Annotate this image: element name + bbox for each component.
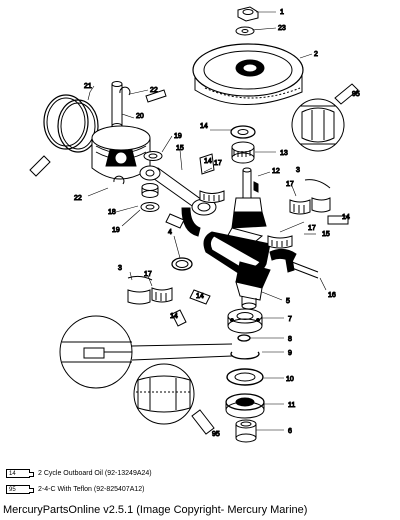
- copyright-footer: MercuryPartsOnline v2.5.1 (Image Copyrig…: [3, 504, 308, 516]
- piston-pin-lock-ring-upper[interactable]: [119, 86, 131, 96]
- callout-13: 13: [280, 150, 288, 157]
- callout-12: 12: [272, 168, 280, 175]
- main-bearing-middle[interactable]: [267, 235, 293, 249]
- callout-22-lower: 22: [74, 195, 82, 202]
- flywheel-nut[interactable]: [237, 6, 259, 22]
- piston-pin[interactable]: [111, 81, 123, 129]
- legend-row-oil: 14 2 Cycle Outboard Oil (92-13249A24): [6, 465, 396, 481]
- detail-circle-lower: [133, 363, 195, 425]
- callout-21: 21: [84, 83, 92, 90]
- piston-pin-lock-ring-lower[interactable]: [113, 175, 125, 185]
- lower-ball-bearing[interactable]: [227, 308, 263, 334]
- main-bearing-right[interactable]: [289, 197, 331, 215]
- callout-16: 16: [328, 292, 336, 299]
- main-bearing-left[interactable]: [127, 287, 173, 305]
- callout-3-left: 3: [118, 265, 122, 272]
- callout-17-right: 17: [286, 181, 294, 188]
- callout-9: 9: [288, 350, 292, 357]
- callout-2: 2: [314, 51, 318, 58]
- connecting-rod[interactable]: [139, 165, 217, 216]
- detail-circle-upper: [291, 98, 345, 152]
- piston[interactable]: [91, 125, 151, 180]
- lubricant-legend: 14 2 Cycle Outboard Oil (92-13249A24) 95…: [6, 465, 396, 497]
- seal-carrier[interactable]: [226, 368, 264, 386]
- callout-17-upper: 17: [214, 160, 222, 167]
- callout-18: 18: [108, 209, 116, 216]
- retaining-ring-left[interactable]: [127, 275, 153, 281]
- bearing-ring[interactable]: [237, 334, 251, 342]
- leader-lines: [87, 11, 327, 431]
- snap-ring[interactable]: [230, 351, 260, 360]
- callout-5: 5: [286, 298, 290, 305]
- callout-17-left: 17: [144, 271, 152, 278]
- callout-19-lower: 19: [112, 227, 120, 234]
- callout-15-right: 15: [322, 231, 330, 238]
- callout-17-middle: 17: [308, 225, 316, 232]
- callout-19-upper: 19: [174, 133, 182, 140]
- flywheel[interactable]: [192, 43, 304, 105]
- thrust-washer-lower[interactable]: [140, 202, 160, 212]
- callout-11: 11: [288, 402, 295, 409]
- detail-circle-snapring: [59, 315, 133, 389]
- legend-text-grease: 2-4-C With Teflon (92-825407A12): [38, 485, 145, 493]
- callout-14-d: 14: [196, 293, 204, 300]
- callout-22-upper: 22: [150, 87, 158, 94]
- flywheel-washer[interactable]: [235, 26, 255, 36]
- upper-seal[interactable]: [230, 125, 256, 139]
- callout-95-lower: 95: [212, 431, 220, 438]
- needle-bearing-small-end[interactable]: [141, 183, 159, 198]
- callout-6: 6: [288, 428, 292, 435]
- legend-row-grease: 95 2-4-C With Teflon (92-825407A12): [6, 481, 396, 497]
- lubricant-tube-icon: 14: [6, 468, 34, 478]
- callout-15-upper: 15: [176, 145, 184, 152]
- callout-95-upper: 95: [352, 91, 360, 98]
- callout-14-e: 14: [170, 313, 178, 320]
- lubricant-tube-icon: 95: [6, 484, 34, 494]
- lower-seal[interactable]: [225, 393, 265, 419]
- callout-14-b: 14: [204, 158, 212, 165]
- crankshaft[interactable]: [203, 167, 271, 310]
- lubricant-tube-icon: [29, 83, 359, 435]
- callout-20: 20: [136, 113, 144, 120]
- callout-1: 1: [280, 9, 284, 16]
- thrust-washer-upper[interactable]: [143, 151, 163, 161]
- callout-10: 10: [286, 376, 294, 383]
- callout-7: 7: [288, 316, 292, 323]
- legend-text-oil: 2 Cycle Outboard Oil (92-13249A24): [38, 469, 152, 477]
- piston-rings[interactable]: [43, 94, 99, 153]
- exploded-parts-diagram: 1 23 2 21 22 20 95 14 19 15 13 14 12 3 1…: [29, 6, 360, 443]
- callout-14-a: 14: [200, 123, 208, 130]
- callout-14-c: 14: [342, 214, 350, 221]
- callout-3-right: 3: [296, 167, 300, 174]
- callout-8: 8: [288, 336, 292, 343]
- upper-bearing[interactable]: [231, 141, 255, 164]
- rod-bearing-upper[interactable]: [199, 190, 225, 203]
- callout-23: 23: [278, 25, 286, 32]
- retaining-ring-right[interactable]: [304, 179, 331, 189]
- bushing[interactable]: [235, 419, 257, 443]
- rod-cap-left[interactable]: [181, 207, 201, 237]
- detail-leader-line: [131, 343, 233, 361]
- callout-4: 4: [168, 229, 172, 236]
- rod-cap-screw[interactable]: [285, 257, 319, 279]
- center-seal-ring[interactable]: [171, 257, 193, 271]
